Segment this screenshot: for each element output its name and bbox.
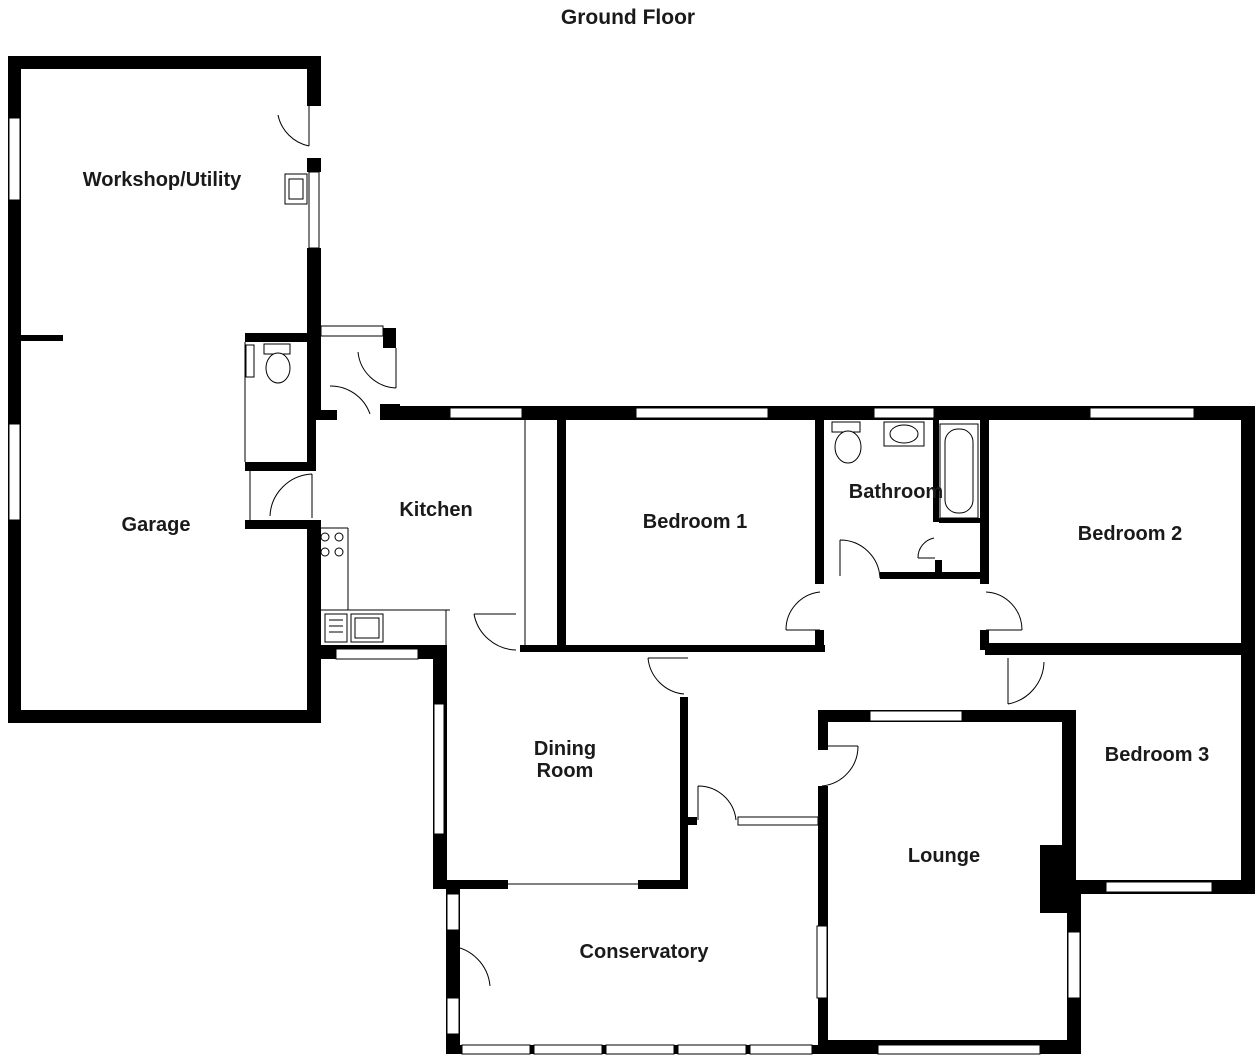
door-porch: [357, 348, 397, 389]
label-workshop: Workshop/Utility: [83, 169, 242, 191]
partitions: [244, 342, 638, 885]
fixtures: [263, 173, 979, 643]
window-cons-left-1: [446, 893, 460, 931]
door-workshop: [277, 106, 310, 147]
window-bath-top: [873, 407, 935, 419]
wall-bed1-left: [557, 420, 566, 652]
door-porch-swing: [329, 385, 371, 415]
door-lobby: [269, 473, 313, 518]
wall-lobby-bottom: [245, 520, 321, 529]
wall-lounge-left: [818, 786, 828, 1046]
label-conservatory: Conservatory: [580, 941, 710, 963]
drainer: [324, 613, 348, 643]
wall-dining-right: [680, 697, 688, 889]
label-bedroom3: Bedroom 3: [1105, 744, 1209, 766]
wall-porch-left-stub: [311, 410, 337, 420]
wall-workshop-top: [8, 56, 321, 69]
wall-garage-right: [307, 528, 321, 723]
wall-lounge-left-top: [818, 710, 828, 750]
wall-porch-right-stub: [380, 404, 400, 420]
wall-workshop-divider: [21, 335, 63, 341]
door-bedroom3: [1007, 658, 1045, 705]
window-workshop-right: [308, 171, 320, 249]
door-dining: [647, 657, 688, 695]
door-conservatory: [449, 945, 491, 990]
wall-wc-bottom: [245, 462, 311, 471]
window-cons-bottom-2: [533, 1044, 603, 1055]
wall-porch-left: [311, 328, 321, 418]
wall-bath-bottom: [880, 572, 984, 579]
floor-title: Ground Floor: [561, 6, 695, 29]
wall-workshop-right-3: [307, 248, 321, 338]
window-cons-bottom-4: [677, 1044, 747, 1055]
doors: [269, 106, 1045, 990]
wall-dining-bottom-right: [638, 880, 688, 889]
wall-garage-bottom: [8, 710, 321, 723]
door-bath-cupboard: [917, 537, 935, 559]
label-dining-1: Dining: [534, 738, 596, 760]
wall-bed2-bottom: [985, 643, 1254, 655]
wall-bed2-left-low: [980, 630, 989, 650]
window-bed3-bottom: [1105, 881, 1213, 893]
window-bed2-top: [1089, 407, 1195, 419]
wall-porch-post: [383, 328, 396, 348]
label-bedroom1: Bedroom 1: [643, 511, 747, 533]
window-bed1-top: [635, 407, 769, 419]
door-bedroom2: [985, 591, 1023, 631]
window-workshop-left: [8, 117, 21, 201]
door-kitchen: [473, 613, 517, 651]
door-bathroom: [839, 539, 881, 579]
window-kitchen-bottom: [335, 648, 419, 660]
wall-bath-inner: [933, 420, 939, 522]
window-lounge-top: [869, 710, 963, 722]
wall-bed1-bottom: [520, 645, 825, 652]
window-garage-left: [8, 423, 21, 521]
window-hall: [737, 816, 819, 826]
hob: [320, 532, 344, 557]
label-dining-2: Room: [537, 760, 594, 782]
wall-garage-left: [8, 56, 21, 723]
wall-hall-stub: [687, 817, 697, 825]
window-cons-left-2: [446, 997, 460, 1035]
wall-workshop-right-1: [307, 56, 321, 106]
wall-dining-bottom-left: [433, 880, 508, 889]
wall-house-top: [396, 406, 1254, 420]
wall-bath-stub: [935, 560, 942, 579]
label-bedroom2: Bedroom 2: [1078, 523, 1182, 545]
window-cons-bottom-5: [749, 1044, 813, 1055]
wall-bed2-left: [980, 420, 989, 584]
walls: [8, 56, 1255, 1054]
toilet-wc: [263, 343, 291, 355]
window-dining-left: [433, 703, 445, 835]
door-bedroom1: [785, 591, 821, 631]
window-cons-bottom-3: [605, 1044, 675, 1055]
room-labels: Workshop/Utility Garage Kitchen Bedroom …: [83, 169, 1210, 963]
door-hall: [697, 785, 737, 821]
window-lounge-left: [816, 925, 828, 999]
window-porch-top: [320, 325, 384, 337]
wall-workshop-right-2: [307, 158, 321, 172]
door-lounge: [821, 745, 859, 787]
label-bathroom: Bathroom: [849, 481, 943, 503]
window-lounge-bottom: [877, 1044, 1041, 1055]
label-kitchen: Kitchen: [399, 499, 472, 521]
window-kitchen-top: [449, 407, 523, 419]
toilet-bath: [831, 421, 861, 433]
label-garage: Garage: [122, 514, 191, 536]
wall-bed1-right: [815, 420, 824, 584]
label-lounge: Lounge: [908, 845, 980, 867]
wall-wc-top: [245, 333, 321, 342]
windows: [8, 117, 1213, 1055]
window-cons-bottom-1: [461, 1044, 531, 1055]
window-lounge-right: [1067, 931, 1081, 999]
window-wc: [245, 344, 255, 378]
wall-bath-cupboard-top: [939, 518, 984, 523]
wall-bed1-right-low: [815, 630, 824, 652]
